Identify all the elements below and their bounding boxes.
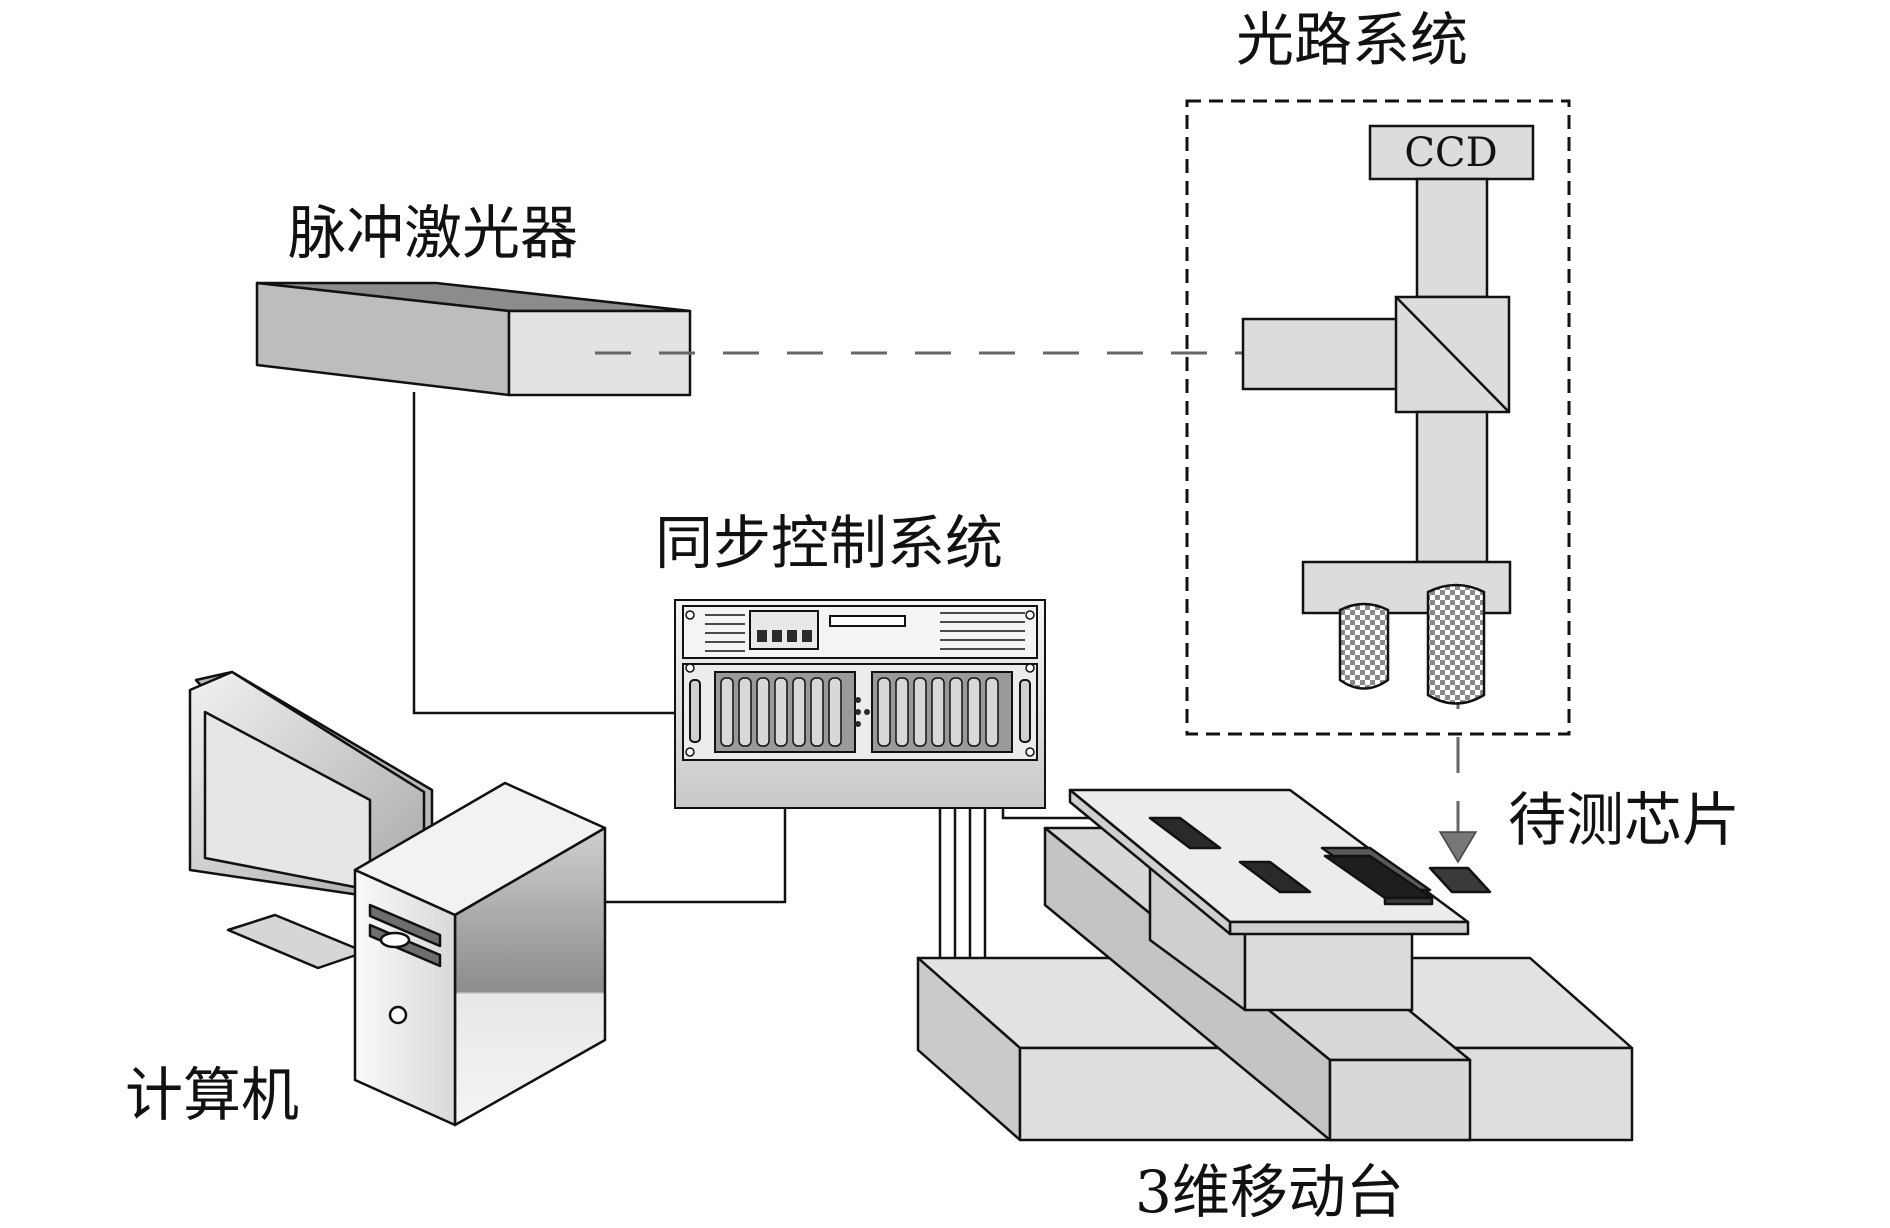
pulse-laser [255,281,692,397]
ccd-tube [1415,177,1489,299]
top-unit-left-vents [705,614,745,652]
rack-top-unit [682,605,1038,659]
module-bank-left-cards [720,677,842,747]
objective-right [1426,583,1486,705]
lower-tube [1415,410,1489,564]
sync-control-label: 同步控制系统 [655,509,1003,577]
top-unit-display-segments [757,630,812,642]
chip-under-test-side [1383,896,1434,906]
stage-mid-front [1328,1058,1472,1142]
optical-system: CCD [1185,99,1571,736]
chip-probe [1428,866,1492,894]
chip-table-left-edge [1068,788,1232,936]
pulse-laser-label: 脉冲激光器 [288,199,578,267]
chip-slot-2 [1238,860,1312,894]
beam-splitter-diagonal [1395,296,1510,413]
tower-disc-slot [379,931,411,949]
chip-under-test-label: 待测芯片 [1508,786,1740,854]
ccd-label: CCD [1404,130,1497,176]
module-center-leds [855,697,870,727]
chip-slot-1 [1148,816,1222,850]
chip-pointer-arrow [1438,815,1478,864]
laser-to-sync-wire [412,392,723,715]
stage-3d [916,788,1634,1142]
top-unit-right-vents [940,612,1025,650]
computer-label: 计算机 [125,1061,299,1129]
rack-screws [685,610,1035,757]
stage-3d-label: 3维移动台 [1135,1158,1404,1226]
power-button-icon [388,1005,408,1025]
top-unit-slot [829,615,906,627]
module-bank-right-cards [877,677,999,747]
rack-left-handle [689,679,701,743]
objective-lenses [1338,583,1486,705]
monitor-stand [226,913,367,970]
objective-left [1338,602,1390,690]
computer [188,670,607,1127]
chip-table-edge [1228,920,1470,936]
rack-right-handle [1019,679,1031,743]
side-arm [1241,317,1401,391]
sync-control-system [674,599,1046,809]
arrow-down-icon [1438,831,1478,864]
ccd-box [1368,124,1535,181]
tower-drive-bay-1 [368,903,442,948]
stage-upper-front [1243,928,1414,1012]
optical-system-label: 光路系统 [1236,6,1468,74]
